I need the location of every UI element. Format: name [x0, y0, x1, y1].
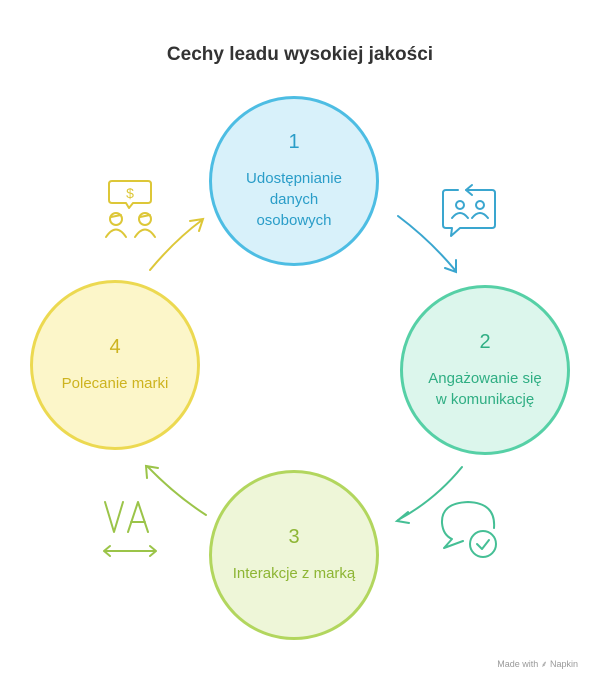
step-number: 1 [288, 131, 300, 153]
arrow-2-to-3 [394, 466, 463, 524]
step-label: Interakcje z marką [232, 565, 356, 582]
step-2-circle: 2 Angażowanie się w komunikację [400, 285, 570, 455]
step-number: 3 [288, 526, 300, 548]
diagram-title: Cechy leadu wysokiej jakości [166, 44, 434, 65]
step-1-circle: 1 Udostępnianie danych osobowych [209, 96, 379, 266]
napkin-watermark: Made with ⸙ Napkin [497, 659, 578, 669]
chat-check-icon [440, 501, 497, 558]
text-width-icon [103, 501, 157, 557]
svg-text:$: $ [126, 185, 134, 201]
referral-money-icon: $ [105, 180, 156, 238]
arrow-3-to-4 [144, 464, 207, 516]
chat-people-icon [442, 184, 496, 237]
step-3-circle: 3 Interakcje z marką [209, 470, 379, 640]
step-label: Udostępnianie danych osobowych [246, 170, 342, 229]
arrow-4-to-1 [149, 217, 205, 271]
step-4-circle: 4 Polecanie marki [30, 280, 200, 450]
arrow-1-to-2 [397, 215, 457, 274]
step-number: 4 [109, 336, 121, 358]
step-number: 2 [479, 330, 491, 353]
step-label: Angażowanie się w komunikację [428, 369, 542, 408]
step-label: Polecanie marki [61, 375, 169, 392]
